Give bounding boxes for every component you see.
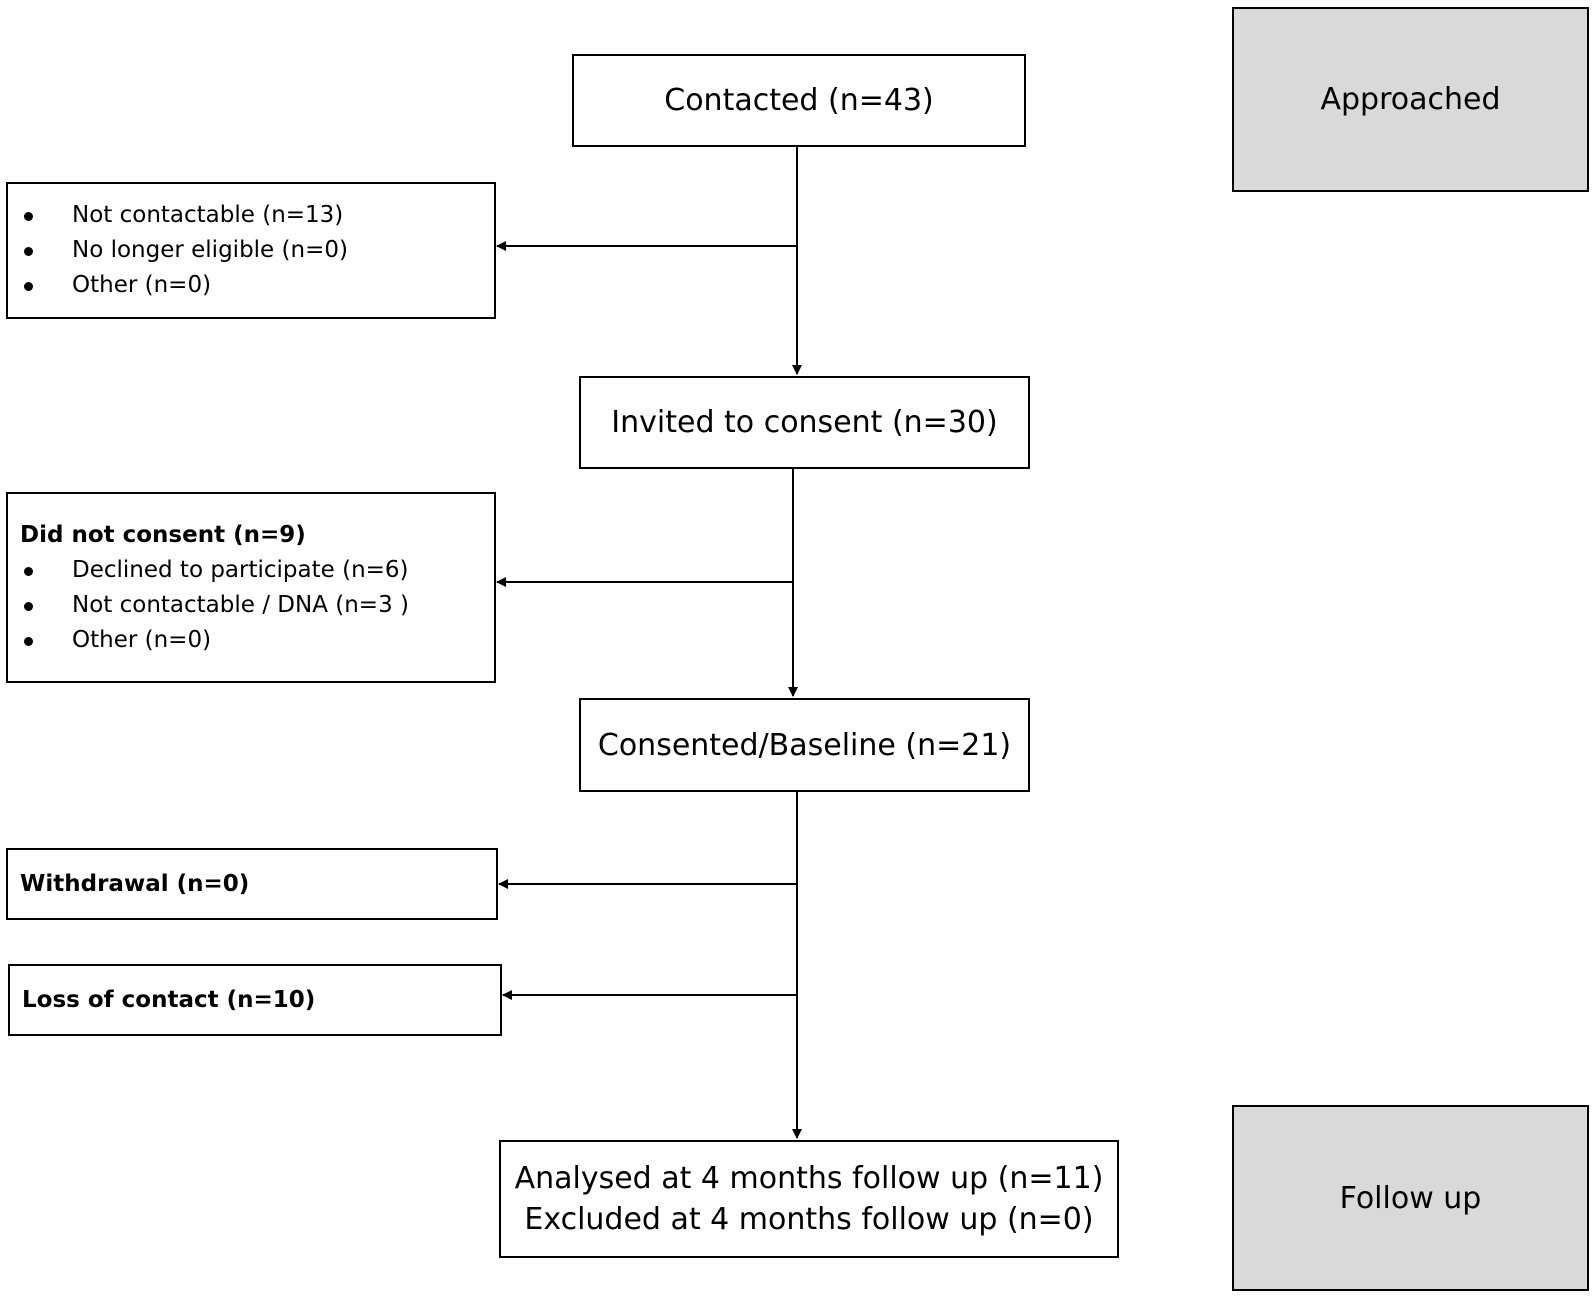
stage-follow-up-label: Follow up [1339,1180,1482,1216]
invited-box: Invited to consent (n=30) [579,376,1030,469]
list-item: Declined to participate (n=6) [20,553,494,588]
not-contacted-list: Not contactable (n=13) No longer eligibl… [20,198,494,303]
consented-label: Consented/Baseline (n=21) [597,727,1012,763]
excluded-label: Excluded at 4 months follow up (n=0) [524,1202,1094,1237]
list-item: Other (n=0) [20,268,494,303]
withdrawal-label: Withdrawal (n=0) [20,870,250,897]
did-not-consent-box: Did not consent (n=9) Declined to partic… [6,492,496,683]
contacted-label: Contacted (n=43) [664,83,934,118]
list-item: Not contactable (n=13) [20,198,494,233]
loss-of-contact-label: Loss of contact (n=10) [22,986,316,1013]
analysed-label: Analysed at 4 months follow up (n=11) [514,1161,1104,1196]
loss-of-contact-box: Loss of contact (n=10) [8,964,502,1036]
stage-follow-up: Follow up [1232,1105,1589,1291]
consented-box: Consented/Baseline (n=21) [579,698,1030,792]
withdrawal-box: Withdrawal (n=0) [6,848,498,920]
did-not-consent-list: Declined to participate (n=6) Not contac… [20,553,494,658]
stage-approached: Approached [1232,7,1589,192]
list-item: No longer eligible (n=0) [20,233,494,268]
did-not-consent-heading: Did not consent (n=9) [20,521,306,548]
list-item: Other (n=0) [20,623,494,658]
stage-approached-label: Approached [1320,82,1501,117]
list-item: Not contactable / DNA (n=3 ) [20,588,494,623]
invited-label: Invited to consent (n=30) [611,405,998,440]
not-contacted-box: Not contactable (n=13) No longer eligibl… [6,182,496,319]
analysed-box: Analysed at 4 months follow up (n=11) Ex… [499,1140,1119,1258]
contacted-box: Contacted (n=43) [572,54,1026,147]
